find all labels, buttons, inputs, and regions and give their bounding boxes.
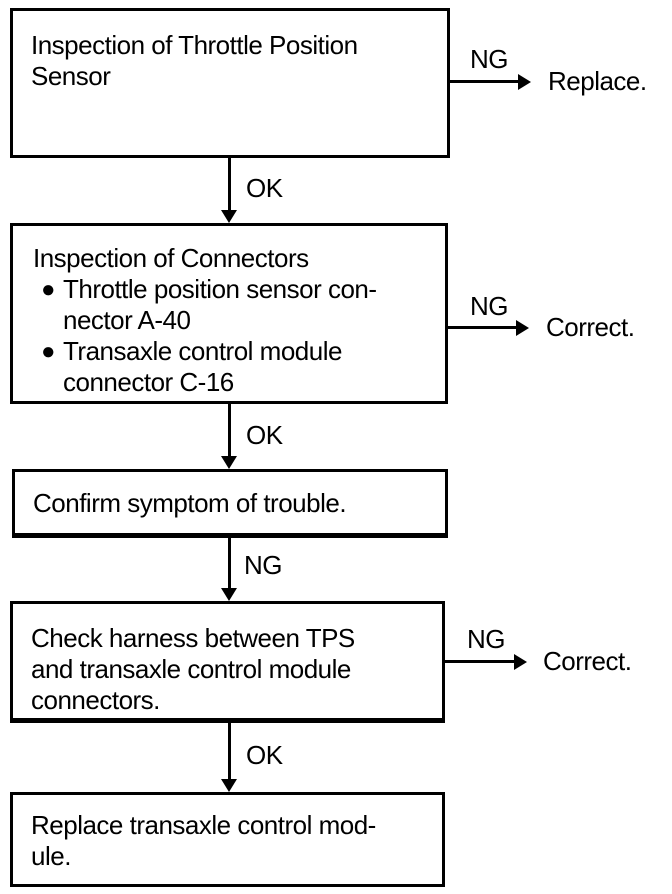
bullet-item: ● Throttle position sensor con- nector A… [33,274,437,336]
connector-label-ok: OK [246,740,283,770]
connector-line [228,723,231,781]
branch-label-ng: NG [470,291,509,321]
connector-label-ok: OK [246,420,283,450]
branch-arrow-line [448,326,516,329]
connector-label-ok: OK [246,173,283,203]
branch-result-correct: Correct. [543,646,632,676]
branch-arrowhead-icon [514,654,527,670]
branch-arrowhead-icon [516,320,529,336]
node-inspect-tps: Inspection of Throttle Position Sensor [10,8,450,158]
bullet-icon: ● [41,276,56,303]
node-text: Check harness between TPS and transaxle … [31,623,355,715]
node-check-harness: Check harness between TPS and transaxle … [10,601,445,723]
branch-arrowhead-icon [518,74,531,90]
bullet-icon: ● [41,338,56,365]
node-inspect-connectors: Inspection of Connectors ● Throttle posi… [10,223,448,404]
connector-arrowhead-icon [221,456,237,469]
connector-arrowhead-icon [221,779,237,792]
bullet-item: ● Transaxle control module connector C-1… [33,336,437,398]
node-title: Inspection of Connectors [33,243,309,273]
connector-line [228,538,231,590]
branch-arrow-line [445,660,514,663]
connector-line [228,404,231,458]
node-confirm-symptom: Confirm symptom of trouble. [12,469,448,538]
node-text: Replace transaxle control mod- ule. [31,810,376,871]
branch-arrow-line [450,80,518,83]
bullet-text: Transaxle control module connector C-16 [63,336,342,397]
node-replace-tcm: Replace transaxle control mod- ule. [10,792,445,887]
branch-label-ng: NG [467,624,506,654]
branch-label-ng: NG [470,44,509,74]
connector-arrowhead-icon [221,588,237,601]
connector-arrowhead-icon [221,210,237,223]
branch-result-replace: Replace. [548,66,647,96]
node-text: Inspection of Throttle Position Sensor [31,30,358,91]
branch-result-correct: Correct. [546,312,635,342]
node-text: Confirm symptom of trouble. [33,488,347,518]
connector-label-ng: NG [244,550,283,580]
bullet-text: Throttle position sensor con- nector A-4… [63,274,377,335]
connector-line [228,158,231,212]
